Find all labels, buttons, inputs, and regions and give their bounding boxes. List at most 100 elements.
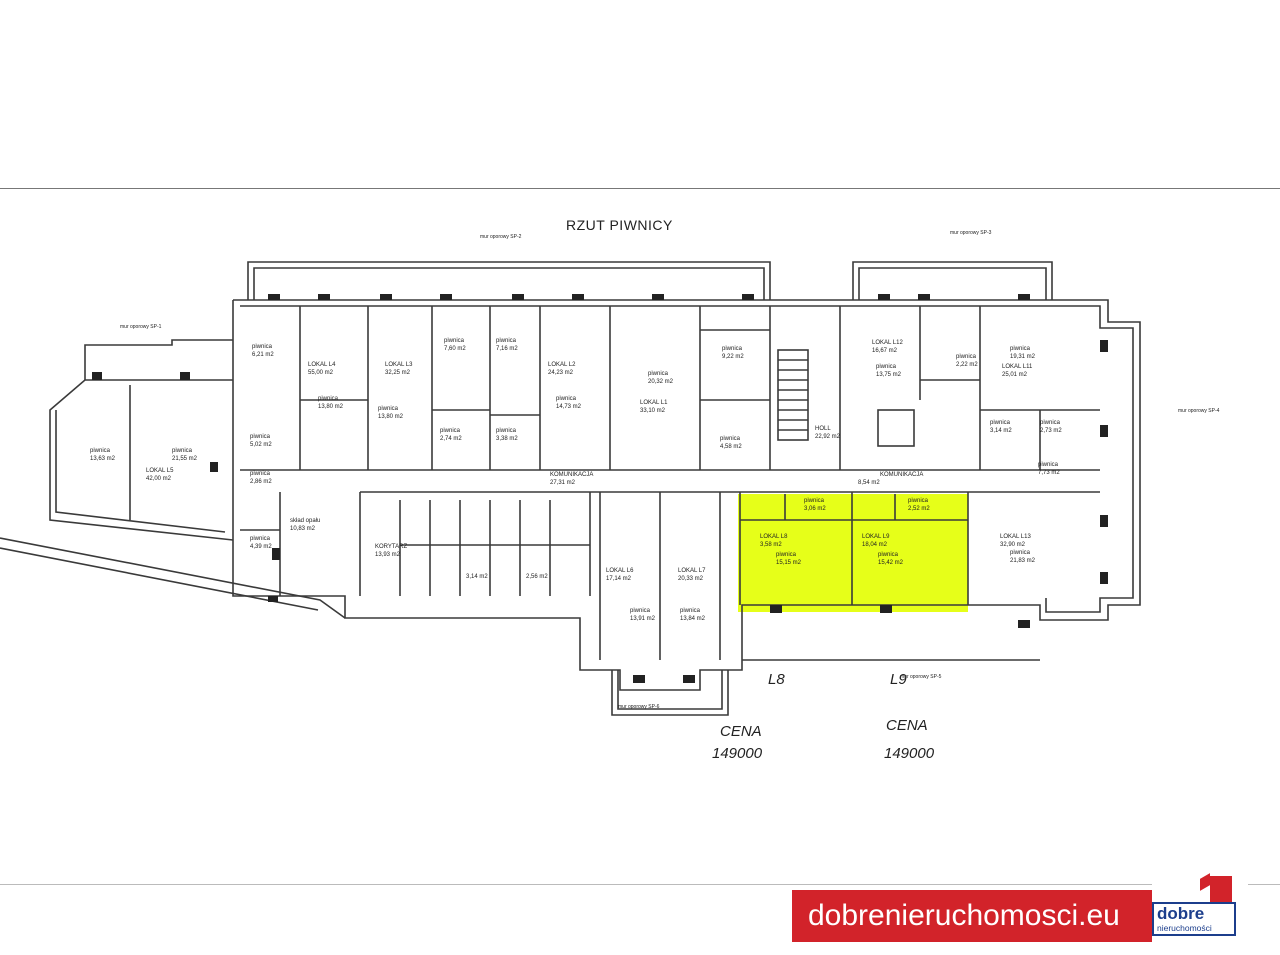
room-label: piwnica — [630, 608, 651, 614]
unit-l13-area: 32,90 m2 — [1000, 542, 1026, 548]
unit-l8-area: 3,58 m2 — [760, 542, 782, 548]
room-label: piwnica — [318, 396, 339, 402]
room-area: 13,80 m2 — [318, 404, 344, 410]
unit-l11-area: 25,01 m2 — [1002, 372, 1028, 378]
room-label: piwnica — [172, 448, 193, 454]
room-area: 21,83 m2 — [1010, 558, 1036, 564]
wall-label-sp6: mur oporowy SP-6 — [618, 704, 660, 710]
room-area: 13,63 m2 — [90, 456, 116, 462]
unit-l11-label: LOKAL L11 — [1002, 364, 1033, 370]
room-area: 6,21 m2 — [252, 352, 274, 358]
room-area: 3,14 m2 — [466, 574, 488, 580]
wall-label-sp4: mur oporowy SP-4 — [1178, 408, 1220, 414]
room-area: 5,02 m2 — [250, 442, 272, 448]
unit-l7-label: LOKAL L7 — [678, 568, 706, 574]
l8-l9-highlight — [738, 494, 968, 612]
korytarz-label: KORYTARZ — [375, 544, 407, 550]
room-label: piwnica — [878, 552, 899, 558]
room-label: piwnica — [496, 428, 517, 434]
room-label: piwnica — [496, 338, 517, 344]
room-label: piwnica — [90, 448, 111, 454]
brand-logo: dobre nieruchomości — [1152, 876, 1248, 946]
room-label: piwnica — [908, 498, 929, 504]
room-area: 14,73 m2 — [556, 404, 582, 410]
room-label: piwnica — [252, 344, 273, 350]
room-label: piwnica — [250, 536, 271, 542]
unit-l1-label: LOKAL L1 — [640, 400, 668, 406]
wall-label-sp1: mur oporowy SP-1 — [120, 324, 162, 330]
room-area: 15,42 m2 — [878, 560, 904, 566]
room-area: 3,38 m2 — [496, 436, 518, 442]
room-label: piwnica — [990, 420, 1011, 426]
room-area: 4,39 m2 — [250, 544, 272, 550]
unit-l8-label: LOKAL L8 — [760, 534, 788, 540]
sklad-opalu-label: skład opału — [290, 518, 320, 524]
retaining-wall-sp3 — [852, 261, 1053, 300]
room-label: piwnica — [956, 354, 977, 360]
sklad-opalu-area: 10,83 m2 — [290, 526, 316, 532]
room-label: piwnica — [556, 396, 577, 402]
room-label: piwnica — [1010, 550, 1031, 556]
corridor-right-label: KOMUNIKACJA — [880, 472, 923, 478]
building-outline — [232, 299, 1141, 691]
room-label: piwnica — [250, 434, 271, 440]
room-label: piwnica — [1010, 346, 1031, 352]
handwritten-price-l8: 149000 — [712, 745, 763, 762]
unit-l3-label: LOKAL L3 — [385, 362, 413, 368]
hall-label: HOLL — [815, 426, 831, 432]
unit-l3-area: 32,25 m2 — [385, 370, 411, 376]
annex-l5 — [49, 379, 234, 541]
room-area: 3,14 m2 — [990, 428, 1012, 434]
room-label: piwnica — [1038, 462, 1059, 468]
unit-l9-area: 18,04 m2 — [862, 542, 888, 548]
unit-l9-label: LOKAL L9 — [862, 534, 890, 540]
logo-box: dobre nieruchomości — [1152, 902, 1236, 936]
wall-label-sp3: mur oporowy SP-3 — [950, 230, 992, 236]
unit-l5-label: LOKAL L5 — [146, 468, 174, 474]
corridor-right-area: 8,54 m2 — [858, 480, 880, 486]
room-area: 15,15 m2 — [776, 560, 802, 566]
room-label: piwnica — [776, 552, 797, 558]
unit-l7-area: 20,33 m2 — [678, 576, 704, 582]
room-area: 13,80 m2 — [378, 414, 404, 420]
website-banner[interactable]: dobrenieruchomosci.eu — [792, 890, 1204, 942]
handwritten-price-label-l9: CENA — [886, 717, 928, 734]
room-area: 3,06 m2 — [804, 506, 826, 512]
unit-l6-area: 17,14 m2 — [606, 576, 632, 582]
room-area: 9,22 m2 — [722, 354, 744, 360]
retaining-wall-bottom — [0, 537, 346, 619]
handwritten-l9: L9 — [890, 671, 907, 688]
handwritten-l8: L8 — [768, 671, 785, 688]
unit-l13-label: LOKAL L13 — [1000, 534, 1031, 540]
floor-plan-sheet — [0, 188, 1280, 885]
room-label: piwnica — [378, 406, 399, 412]
room-area: 7,60 m2 — [444, 346, 466, 352]
room-label: piwnica — [876, 364, 897, 370]
corridor-left-area: 27,31 m2 — [550, 480, 576, 486]
hall-area: 22,92 m2 — [815, 434, 841, 440]
logo-word-dobre: dobre — [1157, 904, 1205, 923]
drawing-title: RZUT PIWNICY — [566, 217, 673, 233]
unit-l1-area: 33,10 m2 — [640, 408, 666, 414]
room-label: piwnica — [680, 608, 701, 614]
room-label: piwnica — [1040, 420, 1061, 426]
unit-l12-area: 16,67 m2 — [872, 348, 898, 354]
unit-l4-area: 55,00 m2 — [308, 370, 334, 376]
room-area: 2,74 m2 — [440, 436, 462, 442]
room-area: 2,22 m2 — [956, 362, 978, 368]
wall-label-sp5: mur oporowy SP-5 — [900, 674, 942, 680]
room-area: 4,58 m2 — [720, 444, 742, 450]
room-label: piwnica — [722, 346, 743, 352]
room-area: 2,52 m2 — [908, 506, 930, 512]
room-area: 19,31 m2 — [1010, 354, 1036, 360]
room-area: 2,86 m2 — [250, 479, 272, 485]
room-area: 2,56 m2 — [526, 574, 548, 580]
room-area: 13,91 m2 — [630, 616, 656, 622]
handwritten-price-label-l8: CENA — [720, 723, 762, 740]
room-area: 21,55 m2 — [172, 456, 198, 462]
unit-l5-area: 42,00 m2 — [146, 476, 172, 482]
staircase — [777, 349, 809, 441]
room-label: piwnica — [720, 436, 741, 442]
handwritten-price-l9: 149000 — [884, 745, 935, 762]
unit-l4-label: LOKAL L4 — [308, 362, 336, 368]
